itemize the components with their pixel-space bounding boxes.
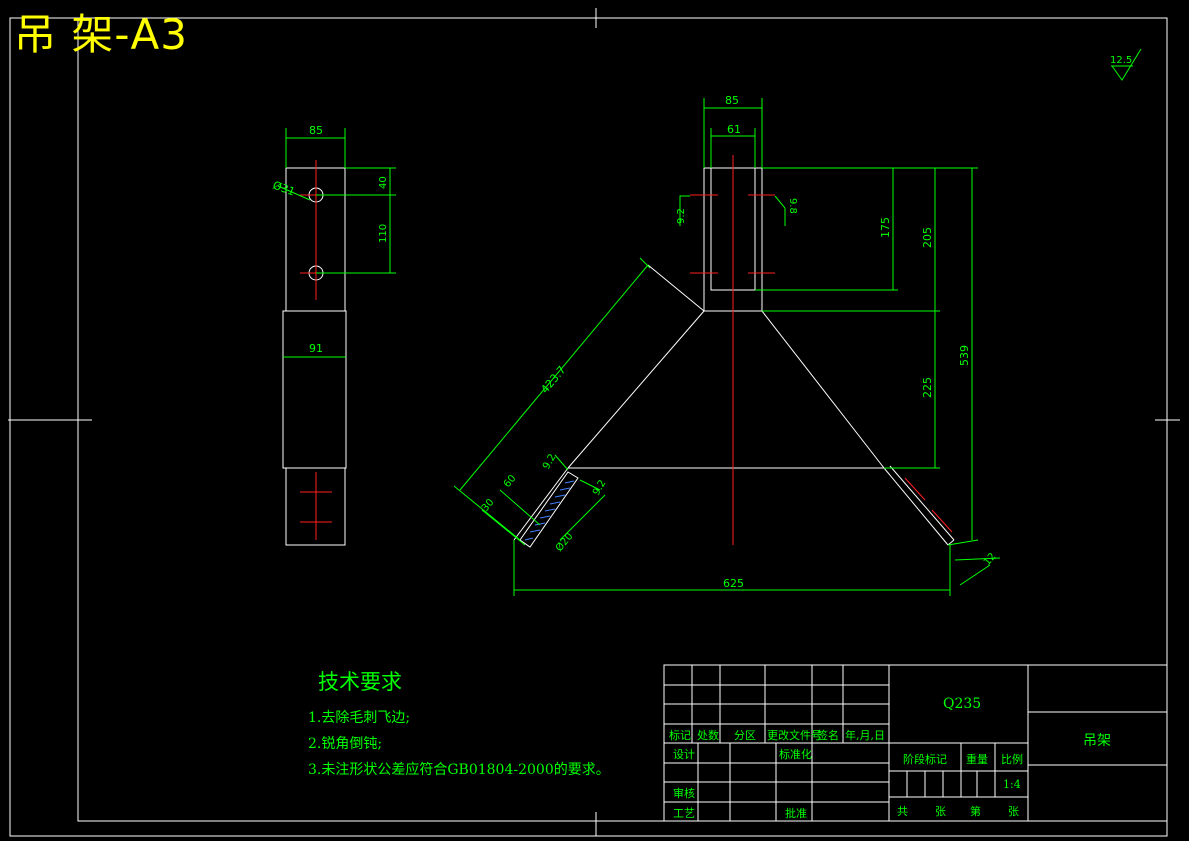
sheet-border <box>8 8 1180 837</box>
dim-side-hole-dia: Ø31 <box>271 179 297 199</box>
front-view: 9.2 9.8 9.2 9.2 85 61 175 205 539 225 42… <box>453 94 1001 596</box>
dim-side-hole-spacing: 110 <box>378 224 389 243</box>
tb-sheet-no-label: 第 <box>970 805 981 818</box>
tb-standardize-label: 标准化 <box>779 748 812 761</box>
tb-process-label: 工艺 <box>673 807 695 820</box>
tb-header-mark: 标记 <box>669 729 691 742</box>
tb-sheet-label: 张 <box>1008 805 1019 818</box>
dim-front-width-inner: 61 <box>727 123 741 136</box>
side-view: 85 Ø31 40 110 91 <box>271 124 396 546</box>
dim-total-height: 539 <box>958 345 971 366</box>
weld-mark-1: 9.2 <box>676 208 687 224</box>
sheet-title: 吊 架-A3 <box>14 10 188 59</box>
tb-header-date: 年,月,日 <box>845 729 885 742</box>
material-label: Q235 <box>943 696 982 712</box>
tb-scale-label: 比例 <box>1001 753 1023 766</box>
dim-arm-thickness: 12 <box>982 551 999 568</box>
dim-front-width-outer: 85 <box>725 94 739 107</box>
dim-overall-width: 625 <box>723 577 744 590</box>
tb-approve-label: 批准 <box>785 807 807 820</box>
tb-weight-label: 重量 <box>966 753 988 766</box>
tb-scale-value: 1:4 <box>1003 778 1021 791</box>
roughness-value: 12.5 <box>1110 55 1132 66</box>
weld-mark-2: 9.8 <box>787 198 798 214</box>
tb-design-label: 设计 <box>673 748 695 761</box>
dim-arm-length: 423.7 <box>538 363 568 395</box>
tb-stage-label: 阶段标记 <box>903 753 947 766</box>
weld-mark-3: 9.2 <box>541 452 558 471</box>
tech-requirement-item: 2.锐角倒钝; <box>308 736 383 752</box>
tb-review-label: 审核 <box>673 787 695 800</box>
dim-side-edge-to-hole: 40 <box>378 176 389 189</box>
tb-header-count: 处数 <box>697 729 719 742</box>
dim-body-height: 225 <box>921 377 934 398</box>
part-name: 吊架 <box>1083 733 1111 749</box>
tb-header-sign: 签名 <box>817 729 839 742</box>
dim-side-width-top: 85 <box>309 124 323 137</box>
title-block-grid <box>663 664 1168 822</box>
tech-requirement-item: 3.未注形状公差应符合GB01804-2000的要求。 <box>308 762 610 778</box>
tech-requirements-title: 技术要求 <box>318 670 402 694</box>
tech-requirements-list: 1.去除毛刺飞边; 2.锐角倒钝; 3.未注形状公差应符合GB01804-200… <box>308 708 610 786</box>
dim-arm-hole-offset-2: 60 <box>502 473 519 490</box>
tb-sheets-total-label: 共 <box>897 805 908 818</box>
dim-ear-height: 205 <box>921 227 934 248</box>
tb-sheets-label: 张 <box>935 805 946 818</box>
weld-mark-4: 9.2 <box>591 478 608 497</box>
dim-arm-hole-offset-1: 30 <box>480 497 497 514</box>
dim-slot-depth: 175 <box>879 217 892 238</box>
tb-header-zone: 分区 <box>734 729 756 742</box>
dim-side-width-mid: 91 <box>309 342 323 355</box>
roughness-symbol: 12.5 <box>1110 48 1142 81</box>
tb-header-change-doc: 更改文件号 <box>767 729 822 742</box>
tech-requirement-item: 1.去除毛刺飞边; <box>308 710 411 726</box>
dim-arm-hole-dia: Ø20 <box>553 530 575 554</box>
